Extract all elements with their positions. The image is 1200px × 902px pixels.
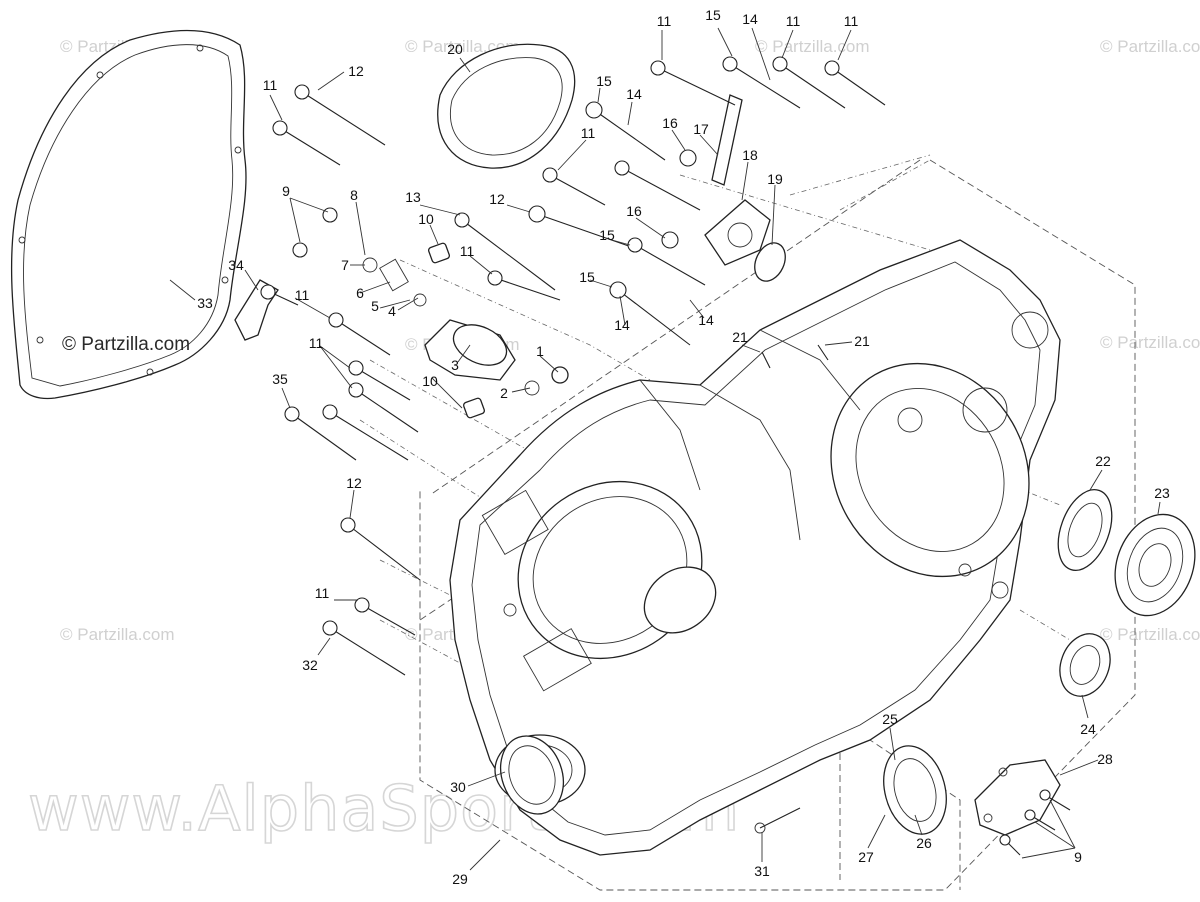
bushing-26 [883,745,947,835]
ball-bearing-23 [1114,513,1196,617]
callout-4: 4 [388,303,396,319]
callout-3: 3 [451,357,459,373]
watermark-small: © Partzilla.com [755,37,870,56]
callout-28: 28 [1097,751,1113,767]
callout-19: 19 [767,171,783,187]
cover-plate-28 [974,759,1061,836]
callout-11: 11 [786,13,801,29]
callout-35: 35 [272,371,288,387]
callout-13: 13 [405,189,421,205]
callout-9: 9 [282,183,290,199]
callout-15: 15 [579,269,595,285]
callout-20: 20 [447,41,463,57]
callout-14: 14 [614,317,630,333]
oil-seal-30 [500,735,564,815]
callout-14: 14 [698,312,714,328]
callout-11: 11 [309,335,324,351]
gasket-20 [437,43,576,169]
callout-11: 11 [315,585,330,601]
callout-24: 24 [1080,721,1096,737]
callout-12: 12 [489,191,505,207]
bolt-9-pair [999,789,1071,856]
callout-14: 14 [742,11,758,27]
callout-6: 6 [356,285,364,301]
callout-15: 15 [596,73,612,89]
callout-1: 1 [536,343,544,359]
callout-26: 26 [916,835,932,851]
callout-18: 18 [742,147,758,163]
callout-11: 11 [844,13,859,29]
callout-32: 32 [302,657,318,673]
callout-11: 11 [263,77,278,93]
callout-11: 11 [581,125,596,141]
oil-seal-22 [1057,489,1113,571]
callout-21: 21 [854,333,870,349]
callout-30: 30 [450,779,466,795]
callout-labels: 11 15 14 11 11 20 12 11 15 14 16 17 11 1… [197,7,1170,887]
callout-25: 25 [882,711,898,727]
dowel-pin-31 [754,807,801,834]
leader-lines [169,27,1161,871]
callout-27: 27 [858,849,874,865]
callout-21: 21 [732,329,748,345]
sensor-18 [704,199,771,266]
callout-16: 16 [626,203,642,219]
bolt-set [260,56,886,676]
callout-12: 12 [346,475,362,491]
callout-15: 15 [599,227,615,243]
shift-assembly [362,242,569,419]
watermark-small: © Partzilla.com [1100,37,1200,56]
callout-10: 10 [422,373,438,389]
callout-16: 16 [662,115,678,131]
callout-2: 2 [500,385,508,401]
callout-11: 11 [460,243,475,259]
callout-9: 9 [1074,849,1082,865]
callout-22: 22 [1095,453,1111,469]
watermark-small: © Partzilla.com [1100,333,1200,352]
crankcase-main [449,239,1061,856]
callout-10: 10 [418,211,434,227]
callout-14: 14 [626,86,642,102]
o-ring-19 [754,242,786,282]
callout-12: 12 [348,63,364,79]
watermark-small: © Partzilla.com [1100,625,1200,644]
plate-17 [711,94,743,186]
callout-23: 23 [1154,485,1170,501]
watermark-small: © Partzilla.com [62,334,190,355]
bearing-24 [1059,633,1111,697]
callout-11: 11 [657,13,672,29]
watermark-small: © Partzilla.com [60,625,175,644]
callout-15: 15 [705,7,721,23]
callout-8: 8 [350,187,358,203]
callout-29: 29 [452,871,468,887]
callout-17: 17 [693,121,709,137]
gasket-cover-33 [10,29,247,400]
callout-11: 11 [295,287,310,303]
callout-34: 34 [228,257,244,273]
callout-5: 5 [371,298,379,314]
callout-7: 7 [341,257,349,273]
callout-33: 33 [197,295,213,311]
callout-31: 31 [754,863,770,879]
